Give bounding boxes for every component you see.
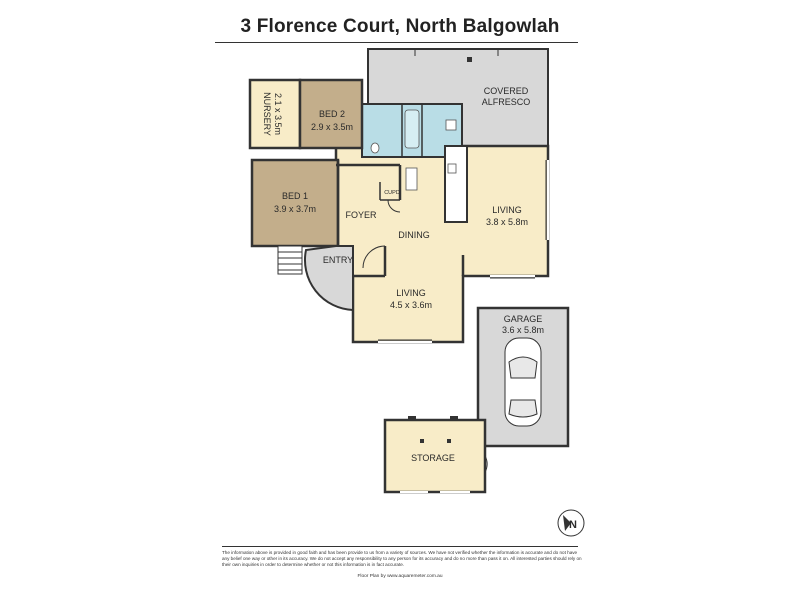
bed2-label: BED 2 — [319, 109, 345, 119]
alfresco-label-1: COVERED — [484, 86, 529, 96]
foyer-label: FOYER — [345, 210, 377, 220]
cooktop-icon — [405, 167, 418, 191]
garage — [476, 306, 570, 448]
living-east-size: 3.8 x 5.8m — [486, 217, 528, 227]
sink-icon — [447, 163, 457, 174]
nursery-room — [248, 78, 302, 150]
kitchen-island — [444, 145, 468, 223]
bed1-size: 3.9 x 3.7m — [274, 204, 316, 214]
entry-landing — [304, 245, 354, 312]
compass-label: N — [569, 519, 577, 531]
bed2-room — [298, 78, 364, 150]
living-front-label: LIVING — [396, 288, 426, 298]
room-labels: COVERED ALFRESCO NURSERY 2.1 x 3.5m BED … — [262, 86, 544, 463]
nursery-label: NURSERY — [262, 92, 272, 136]
entry-label: ENTRY — [323, 255, 353, 265]
title-rule — [215, 42, 578, 43]
footer-rule — [222, 546, 578, 547]
floor-plan-credit: Floor Plan by www.aquaremeter.com.au — [357, 574, 443, 579]
living-front-size: 4.5 x 3.6m — [390, 300, 432, 310]
basin-icon — [445, 119, 457, 131]
disclaimer-text: The information above is provided in goo… — [222, 550, 582, 567]
bed1-label: BED 1 — [282, 191, 308, 201]
bed1-room — [250, 158, 340, 248]
storage-label: STORAGE — [411, 453, 455, 463]
alfresco-label-2: ALFRESCO — [482, 97, 531, 107]
alfresco-post — [467, 57, 472, 62]
windows — [378, 160, 549, 343]
garage-size: 3.6 x 5.8m — [502, 325, 544, 335]
entry-steps — [277, 245, 303, 275]
nursery-size: 2.1 x 3.5m — [273, 93, 283, 135]
living-east-label: LIVING — [492, 205, 522, 215]
bed2-size: 2.9 x 3.5m — [311, 122, 353, 132]
north-compass-icon: N — [557, 509, 585, 537]
cupd-label: CUPD — [384, 190, 400, 196]
dining-label: DINING — [398, 230, 430, 240]
storage — [383, 416, 488, 494]
bathtub-icon — [404, 109, 420, 149]
car-icon — [504, 337, 542, 427]
plan-title: 3 Florence Court, North Balgowlah — [240, 16, 560, 37]
garage-label: GARAGE — [504, 314, 543, 324]
toilet-icon — [370, 142, 380, 154]
